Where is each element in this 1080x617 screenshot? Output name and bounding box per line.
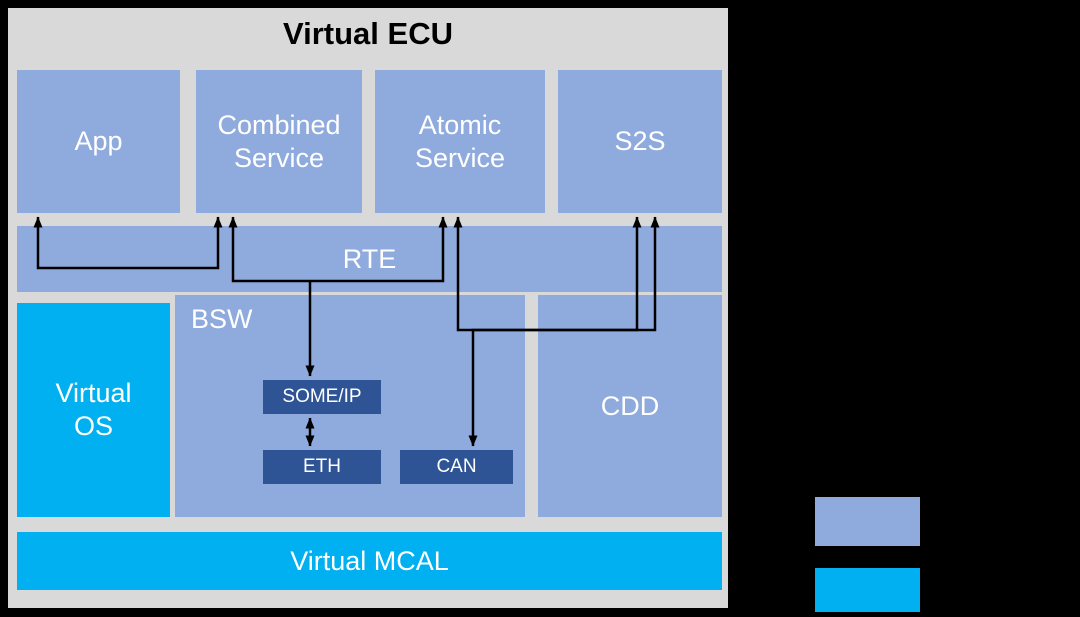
block-virtual-os-label: Virtual OS	[55, 378, 132, 441]
block-rte-label: RTE	[342, 243, 397, 274]
block-rte: RTE	[17, 226, 722, 292]
block-s2s: S2S	[558, 70, 722, 213]
block-virtual-mcal: Virtual MCAL	[17, 532, 722, 590]
block-atomic-service-label: Atomic Service	[414, 109, 506, 173]
block-virtual-mcal-label: Virtual MCAL	[290, 545, 449, 576]
block-bsw-label: BSW	[191, 304, 253, 334]
block-someip: SOME/IP	[263, 380, 381, 414]
block-can: CAN	[400, 450, 513, 484]
legend-swatch-cyan	[815, 568, 920, 612]
block-app: App	[17, 70, 180, 213]
block-app-label: App	[74, 126, 123, 157]
block-s2s-label: S2S	[614, 126, 666, 157]
block-cdd-label: CDD	[600, 390, 660, 421]
legend-swatch-blue	[815, 497, 920, 546]
block-someip-label: SOME/IP	[282, 386, 362, 408]
block-virtual-os: Virtual OS	[17, 303, 170, 517]
block-eth-label: ETH	[303, 456, 341, 478]
block-atomic-service: Atomic Service	[375, 70, 545, 213]
diagram-title: Virtual ECU	[283, 16, 453, 51]
block-combined-service-label: Combined Service	[217, 109, 341, 173]
block-combined-service: Combined Service	[196, 70, 362, 213]
block-can-label: CAN	[436, 456, 477, 478]
block-cdd: CDD	[538, 295, 722, 517]
block-eth: ETH	[263, 450, 381, 484]
